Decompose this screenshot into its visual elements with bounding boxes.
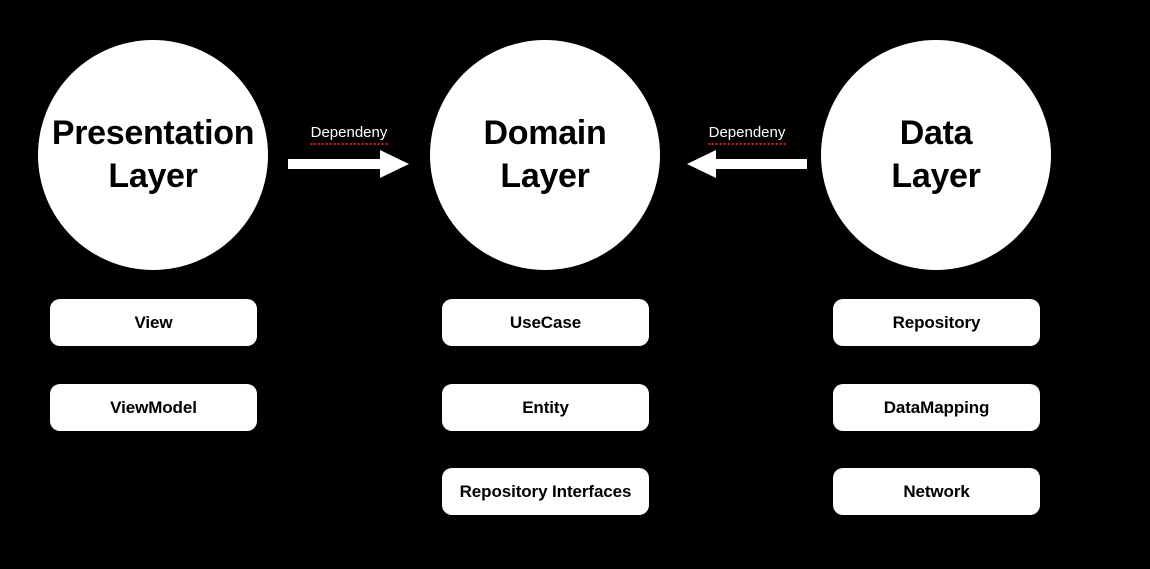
component-label: Repository (892, 312, 981, 332)
data-layer-circle[interactable]: Data Layer (821, 40, 1051, 270)
domain-layer-title-line1: Domain (483, 114, 607, 153)
data-layer-title-line1: Data (899, 114, 973, 153)
data-layer-title-line2: Layer (891, 157, 981, 195)
component-box-viewmodel[interactable]: ViewModel (50, 384, 257, 431)
arrow-right-icon (288, 150, 409, 178)
component-label: Repository Interfaces (459, 481, 632, 501)
domain-layer-title-line2: Layer (500, 157, 590, 195)
presentation-layer-circle[interactable]: Presentation Layer (38, 40, 268, 270)
presentation-layer-title-line1: Presentation (51, 114, 255, 153)
component-label: DataMapping (883, 397, 990, 417)
component-box-repository[interactable]: Repository (833, 299, 1040, 346)
component-label: View (134, 312, 173, 332)
component-box-datamapping[interactable]: DataMapping (833, 384, 1040, 431)
dependency-arrow-data-to-domain: Dependeny (686, 125, 808, 185)
component-label: Entity (522, 397, 569, 417)
arrow-left-icon (687, 150, 807, 178)
dependency-arrow-label-right: Dependeny (708, 125, 786, 145)
component-label: ViewModel (110, 397, 197, 417)
component-box-repository-interfaces[interactable]: Repository Interfaces (442, 468, 649, 515)
component-box-view[interactable]: View (50, 299, 257, 346)
component-label: UseCase (509, 312, 582, 332)
component-box-usecase[interactable]: UseCase (442, 299, 649, 346)
dependency-arrow-presentation-to-domain: Dependeny (288, 125, 410, 185)
component-box-network[interactable]: Network (833, 468, 1040, 515)
component-label: Network (903, 481, 970, 501)
dependency-arrow-label-left: Dependeny (310, 125, 388, 145)
domain-layer-circle[interactable]: Domain Layer (430, 40, 660, 270)
component-box-entity[interactable]: Entity (442, 384, 649, 431)
presentation-layer-title-line2: Layer (108, 157, 198, 195)
